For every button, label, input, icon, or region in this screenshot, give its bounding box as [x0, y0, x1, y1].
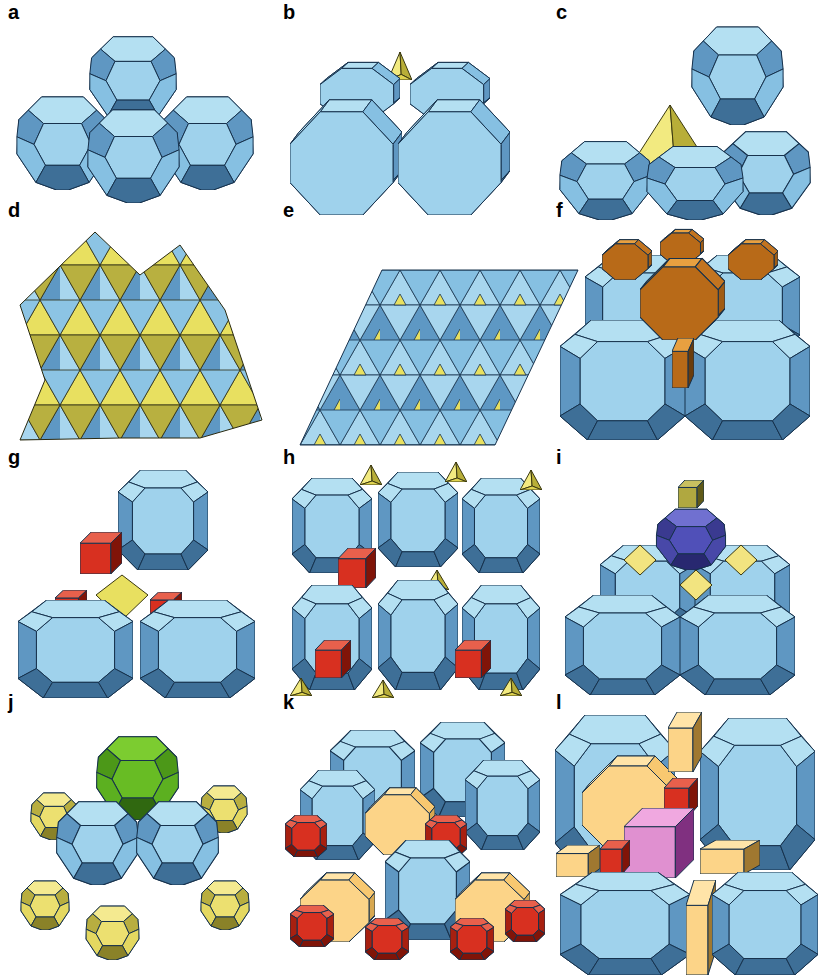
panel-f-figure: [560, 229, 810, 440]
cuboctahedron: [692, 27, 783, 125]
truncated-cuboctahedron: [712, 872, 818, 975]
panel-letter: b: [283, 1, 295, 23]
truncated-cuboctahedron: [18, 600, 133, 698]
truncated-cuboctahedron: [292, 585, 372, 690]
truncated-octahedron: [57, 802, 139, 885]
panel-letter: c: [556, 1, 567, 23]
octagonal-prism: [290, 100, 402, 215]
panel-i-figure: [565, 480, 795, 695]
panel-h-figure: [290, 462, 542, 698]
tetrahedron: [445, 462, 467, 482]
truncated-octahedron: [656, 509, 725, 570]
truncated-cuboctahedron: [685, 320, 810, 440]
truncated-octahedron: [365, 918, 409, 960]
square-prism: [668, 712, 702, 772]
octagonal-prism: [640, 258, 725, 340]
truncated-cuboctahedron: [462, 478, 540, 573]
truncated-octahedron: [88, 110, 179, 203]
panel-letter: a: [8, 1, 19, 23]
panel-letter: h: [283, 446, 295, 468]
truncated-cuboctahedron: [565, 595, 680, 695]
truncated-octahedron: [450, 918, 494, 960]
truncated-cuboctahedron: [378, 580, 458, 690]
panel-letter: d: [8, 199, 20, 221]
cuboctahedron: [647, 147, 743, 221]
truncated-cuboctahedron: [560, 872, 690, 975]
truncated-octahedron: [290, 905, 334, 947]
cuboctahedron: [21, 881, 69, 930]
truncated-cuboctahedron: [378, 472, 458, 567]
square-face: [725, 545, 757, 575]
cube: [455, 640, 491, 678]
cuboctahedron: [86, 906, 139, 960]
octagonal-prism: [602, 240, 652, 280]
kagome-tiling: [300, 270, 578, 445]
cube: [600, 840, 630, 874]
cube: [315, 640, 351, 678]
square-prism: [700, 840, 760, 874]
panel-j-figure: [21, 737, 249, 960]
square-face: [680, 570, 712, 600]
cuboctahedron: [560, 142, 651, 220]
panel-letter: l: [556, 691, 562, 713]
square-prism: [672, 338, 694, 388]
truncated-cuboctahedron: [140, 600, 255, 698]
square-face: [624, 545, 656, 575]
tetrahedron: [372, 680, 394, 698]
octagonal-prism: [398, 100, 510, 215]
truncated-octahedron: [285, 815, 327, 857]
panel-c-figure: [560, 27, 810, 220]
cube: [678, 480, 704, 508]
tetrahedron: [520, 470, 542, 490]
panel-letter: j: [8, 691, 14, 713]
cube: [338, 548, 376, 588]
panel-letter: i: [556, 446, 562, 468]
tetrahedron: [500, 678, 522, 696]
triangle-tiling: [20, 232, 262, 440]
square-prism: [686, 880, 716, 975]
octagonal-prism: [728, 240, 778, 280]
panel-letter: f: [556, 199, 563, 221]
panel-letter: k: [283, 691, 294, 713]
truncated-octahedron: [505, 900, 545, 942]
cuboctahedron: [201, 881, 249, 930]
panel-l-figure: [555, 712, 818, 975]
panel-a-figure: [17, 37, 253, 203]
panel-letter: e: [283, 199, 294, 221]
panel-b-figure: [290, 52, 510, 215]
panel-d-figure: [20, 232, 262, 440]
panel-k-figure: [285, 722, 545, 960]
truncated-cuboctahedron: [680, 595, 795, 695]
panel-letter: g: [8, 446, 20, 468]
cube: [80, 532, 122, 574]
tetrahedron: [360, 465, 382, 485]
panel-g-figure: [18, 470, 255, 698]
truncated-cuboctahedron: [465, 760, 540, 850]
cube: [624, 808, 694, 878]
truncated-cuboctahedron: [118, 470, 208, 570]
panel-e-figure: [300, 270, 578, 445]
truncated-octahedron: [137, 802, 219, 885]
